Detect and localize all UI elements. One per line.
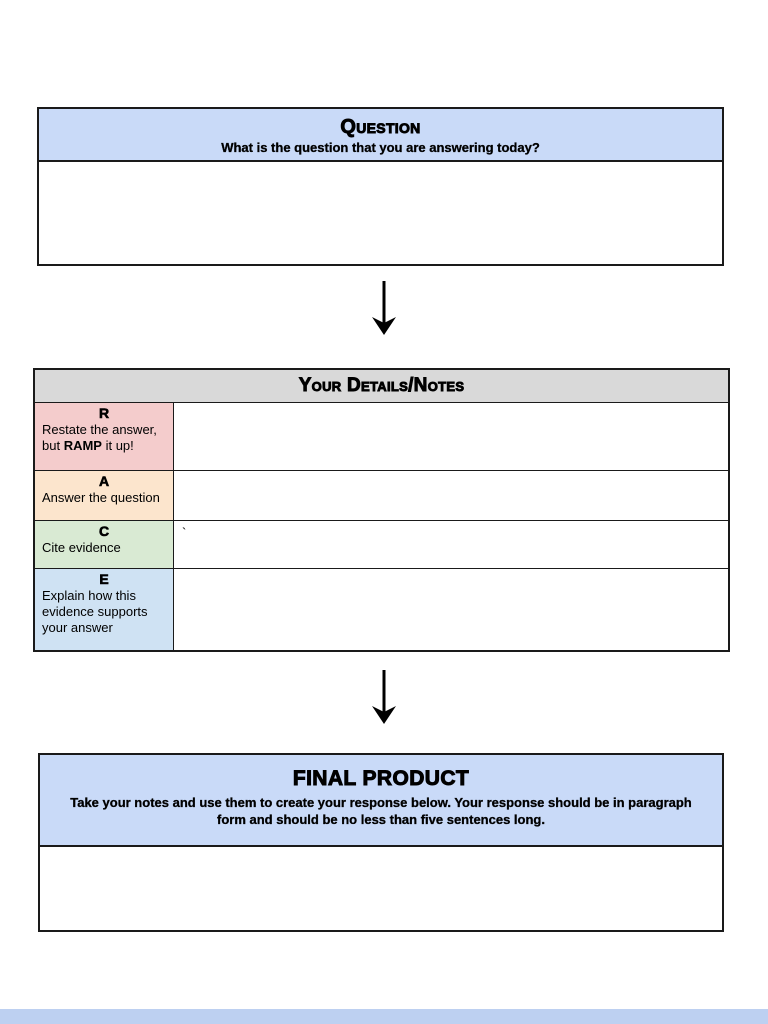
- question-title: Question: [340, 116, 421, 139]
- explain-letter: E: [99, 571, 109, 588]
- question-box-header: Question What is the question that you a…: [39, 109, 722, 162]
- explain-label-cell: E Explain how this evidence supports you…: [35, 569, 174, 650]
- table-row-cite: C Cite evidence `: [35, 520, 728, 568]
- answer-label-cell: A Answer the question: [35, 471, 174, 520]
- cite-letter: C: [98, 523, 110, 540]
- question-answer-area[interactable]: [39, 162, 722, 270]
- final-product-subtitle: Take your notes and use them to create y…: [51, 794, 711, 828]
- final-product-box: FINAL PRODUCT Take your notes and use th…: [38, 753, 724, 932]
- question-box: Question What is the question that you a…: [37, 107, 724, 266]
- final-product-subtitle-line: Take your notes and use them to create y…: [70, 795, 692, 811]
- details-notes-table: Your Details/Notes R Restate the answer,…: [33, 368, 730, 652]
- answer-description: Answer the question: [42, 490, 160, 505]
- restate-letter: R: [98, 405, 110, 422]
- final-product-subtitle-line: form and should be no less than five sen…: [217, 812, 545, 828]
- cite-description: Cite evidence: [42, 540, 121, 555]
- table-row-explain: E Explain how this evidence supports you…: [35, 568, 728, 650]
- restate-note-cell[interactable]: [174, 403, 728, 470]
- cite-note-cell[interactable]: `: [174, 521, 728, 568]
- final-product-title: FINAL PRODUCT: [292, 766, 470, 790]
- table-row-restate: R Restate the answer, but RAMP it up!: [35, 403, 728, 470]
- final-response-area[interactable]: [40, 847, 722, 936]
- answer-note-cell[interactable]: [174, 471, 728, 520]
- details-table-header: Your Details/Notes: [35, 370, 728, 403]
- explain-description: Explain how this evidence supports your …: [42, 588, 148, 635]
- page-gap-strip: [0, 1009, 768, 1024]
- answer-letter: A: [98, 473, 110, 490]
- details-table-title: Your Details/Notes: [298, 374, 465, 396]
- cite-label-cell: C Cite evidence: [35, 521, 174, 568]
- down-arrow-icon: [371, 281, 397, 335]
- table-row-answer: A Answer the question: [35, 470, 728, 520]
- explain-note-cell[interactable]: [174, 569, 728, 650]
- question-subtitle: What is the question that you are answer…: [221, 140, 540, 155]
- restate-label-cell: R Restate the answer, but RAMP it up!: [35, 403, 174, 470]
- down-arrow-icon: [371, 670, 397, 724]
- final-product-header: FINAL PRODUCT Take your notes and use th…: [40, 755, 722, 847]
- restate-description: Restate the answer, but RAMP it up!: [42, 422, 157, 453]
